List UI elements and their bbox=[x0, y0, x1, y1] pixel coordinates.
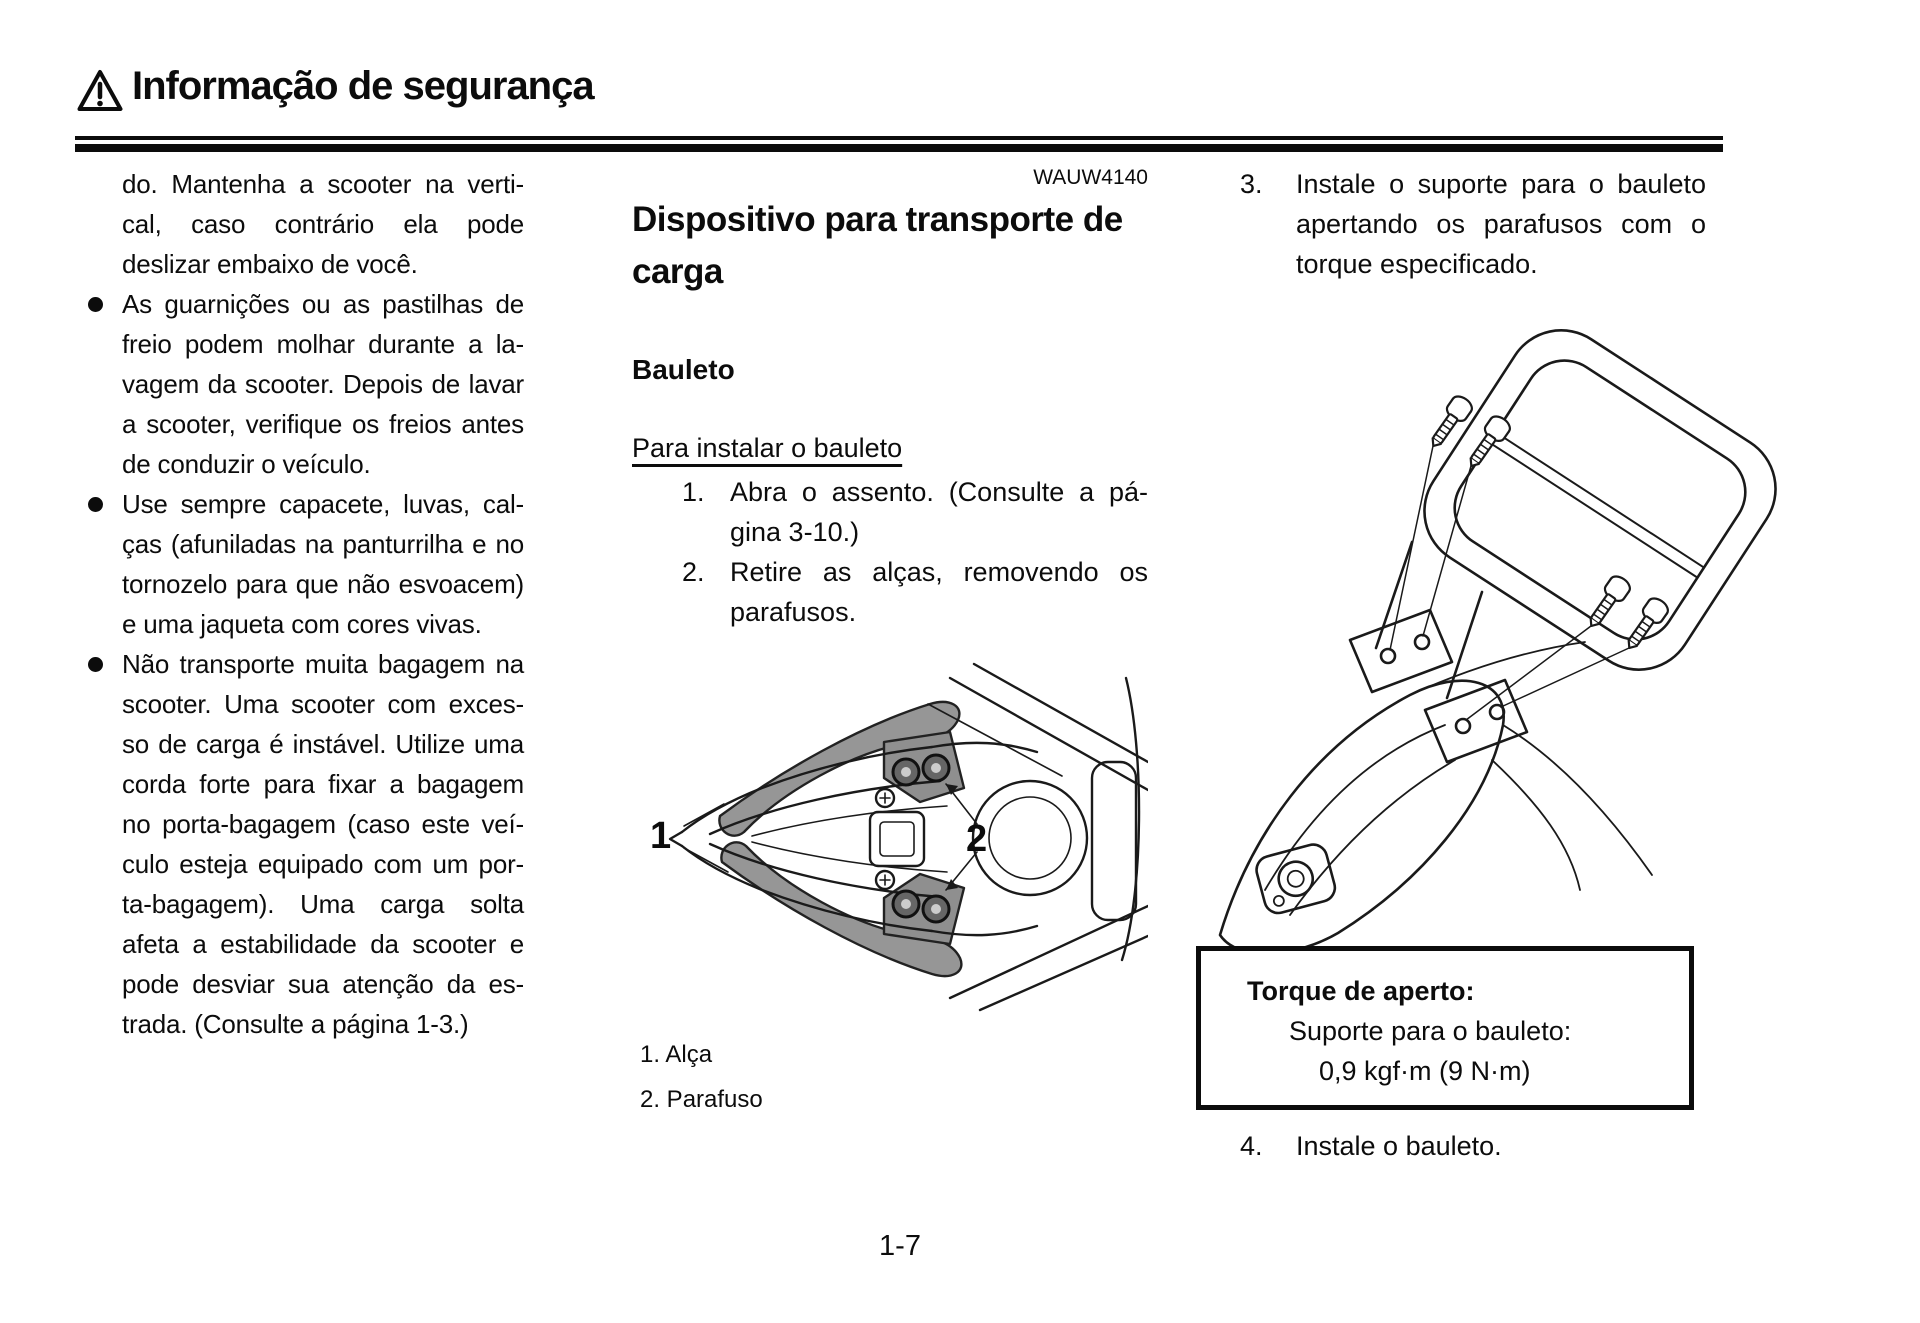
text-line: Instale o bauleto. bbox=[1296, 1131, 1502, 1161]
middle-column: WAUW4140 Dispositivo para transporte de … bbox=[632, 164, 1148, 632]
text-line: pode desviar sua atenção da es- bbox=[122, 969, 524, 999]
procedure-steps: 1. Abra o assento. (Consulte a pá-gina 3-… bbox=[632, 472, 1148, 632]
text-line: 2. Parafuso bbox=[640, 1086, 763, 1113]
section-title: Dispositivo para transporte de carga bbox=[632, 194, 1148, 298]
item-text: Use sempre capacete, luvas, cal-ças (afu… bbox=[122, 484, 524, 644]
text-line: cal, caso contrário ela pode bbox=[122, 209, 524, 239]
text-line: scooter. Uma scooter com exces- bbox=[122, 689, 524, 719]
step-number: 2. bbox=[682, 557, 705, 587]
text-line: gina 3-10.) bbox=[730, 517, 860, 547]
bullet-dot bbox=[88, 284, 122, 484]
bullet-item: do. Mantenha a scooter na verti-cal, cas… bbox=[88, 164, 524, 284]
bullet-dot bbox=[88, 297, 103, 312]
text-line: ta-bagagem). Uma carga solta bbox=[122, 889, 524, 919]
text-line: Não transporte muita bagagem na bbox=[122, 649, 524, 679]
step-number: 1. bbox=[682, 477, 705, 507]
text-line: tornozelo para que não esvoacem) bbox=[122, 569, 524, 599]
step-number: 4. bbox=[1240, 1131, 1263, 1161]
torque-value: 0,9 kgf·m (9 N·m) bbox=[1319, 1056, 1531, 1086]
section-code: WAUW4140 bbox=[1033, 166, 1148, 189]
procedure-step: 4. Instale o bauleto. bbox=[1240, 1126, 1706, 1166]
section-title-line: carga bbox=[632, 252, 723, 291]
figure-label-1: 1 bbox=[650, 815, 671, 857]
step-text: Instale o bauleto. bbox=[1296, 1126, 1706, 1166]
procedure-step: 1. Abra o assento. (Consulte a pá-gina 3-… bbox=[632, 472, 1148, 552]
header-rule-thick bbox=[75, 144, 1723, 152]
procedure-step: 2. Retire as alças, removendo os parafusos… bbox=[632, 552, 1148, 632]
text-line: no porta-bagagem (caso este veí- bbox=[122, 809, 524, 839]
item-text: Não transporte muita bagagem na scooter. … bbox=[122, 644, 524, 1044]
right-column-step3: 3. Instale o suporte para o bauleto aperta… bbox=[1240, 164, 1706, 284]
text-line: deslizar embaixo de você. bbox=[122, 249, 418, 279]
text-line: ças (afuniladas na panturrilha e no bbox=[122, 529, 524, 559]
figure-label-2: 2 bbox=[966, 818, 987, 860]
right-column-step4: 4. Instale o bauleto. bbox=[1240, 1126, 1706, 1166]
step-text: Abra o assento. (Consulte a pá-gina 3-10… bbox=[730, 472, 1148, 552]
text-line: trada. (Consulte a página 1-3.) bbox=[122, 1009, 469, 1039]
text-line: parafusos. bbox=[730, 597, 857, 627]
bullet-dot bbox=[88, 657, 103, 672]
bullet-dot bbox=[88, 484, 122, 644]
text-line: Use sempre capacete, luvas, cal- bbox=[122, 489, 524, 519]
step-text: Instale o suporte para o bauleto apertand… bbox=[1296, 164, 1706, 284]
text-line: apertando os parafusos com o bbox=[1296, 209, 1706, 239]
text-line: torque especificado. bbox=[1296, 249, 1538, 279]
header-rule-thin bbox=[75, 136, 1723, 140]
bullet-item: Não transporte muita bagagem na scooter. … bbox=[88, 644, 524, 1044]
section-title-line: Dispositivo para transporte de bbox=[632, 200, 1123, 239]
torque-item: Suporte para o bauleto: bbox=[1289, 1016, 1572, 1046]
bullet-dot bbox=[88, 497, 103, 512]
procedure-title: Para instalar o bauleto bbox=[632, 433, 903, 463]
bullet-spacer bbox=[88, 164, 122, 284]
subsection-title: Bauleto bbox=[632, 354, 735, 385]
text-line: Instale o suporte para o bauleto bbox=[1296, 169, 1706, 199]
step-number: 3. bbox=[1240, 169, 1263, 199]
text-line: so de carga é instável. Utilize uma bbox=[122, 729, 524, 759]
item-text: As guarnições ou as pastilhas de freio po… bbox=[122, 284, 524, 484]
text-line: vagem da scooter. Depois de lavar bbox=[122, 369, 524, 399]
page-number: 1-7 bbox=[879, 1230, 921, 1262]
bullet-item: Use sempre capacete, luvas, cal-ças (afu… bbox=[88, 484, 524, 644]
text-line: afeta a estabilidade da scooter e bbox=[122, 929, 524, 959]
rack-figure bbox=[1200, 290, 1810, 955]
step-text: Retire as alças, removendo os parafusos. bbox=[730, 552, 1148, 632]
left-column: do. Mantenha a scooter na verti-cal, cas… bbox=[88, 164, 524, 1044]
bullet-dot bbox=[88, 644, 122, 1044]
text-line: de conduzir o veículo. bbox=[122, 449, 371, 479]
bullet-item: As guarnições ou as pastilhas de freio po… bbox=[88, 284, 524, 484]
figure-caption: 1. Alça 2. Parafuso bbox=[640, 1032, 763, 1122]
text-line: freio podem molhar durante a la- bbox=[122, 329, 524, 359]
warning-triangle-icon bbox=[76, 68, 124, 114]
text-line: 1. Alça bbox=[640, 1041, 713, 1068]
page-title: Informação de segurança bbox=[132, 64, 595, 108]
torque-title: Torque de aperto: bbox=[1247, 976, 1475, 1006]
text-line: e uma jaqueta com cores vivas. bbox=[122, 609, 482, 639]
text-line: do. Mantenha a scooter na verti- bbox=[122, 169, 524, 199]
text-line: As guarnições ou as pastilhas de bbox=[122, 289, 524, 319]
torque-spec-box: Torque de aperto: Suporte para o bauleto… bbox=[1196, 946, 1694, 1110]
text-line: corda forte para fixar a bagagem bbox=[122, 769, 524, 799]
item-text: do. Mantenha a scooter na verti-cal, cas… bbox=[122, 164, 524, 284]
text-line: Abra o assento. (Consulte a pá- bbox=[730, 477, 1148, 507]
procedure-step: 3. Instale o suporte para o bauleto aperta… bbox=[1240, 164, 1706, 284]
text-line: culo esteja equipado com um por- bbox=[122, 849, 524, 879]
text-line: a scooter, verifique os freios antes bbox=[122, 409, 524, 439]
handles-figure: 1 2 bbox=[632, 620, 1150, 1024]
text-line: Retire as alças, removendo os bbox=[730, 557, 1148, 587]
